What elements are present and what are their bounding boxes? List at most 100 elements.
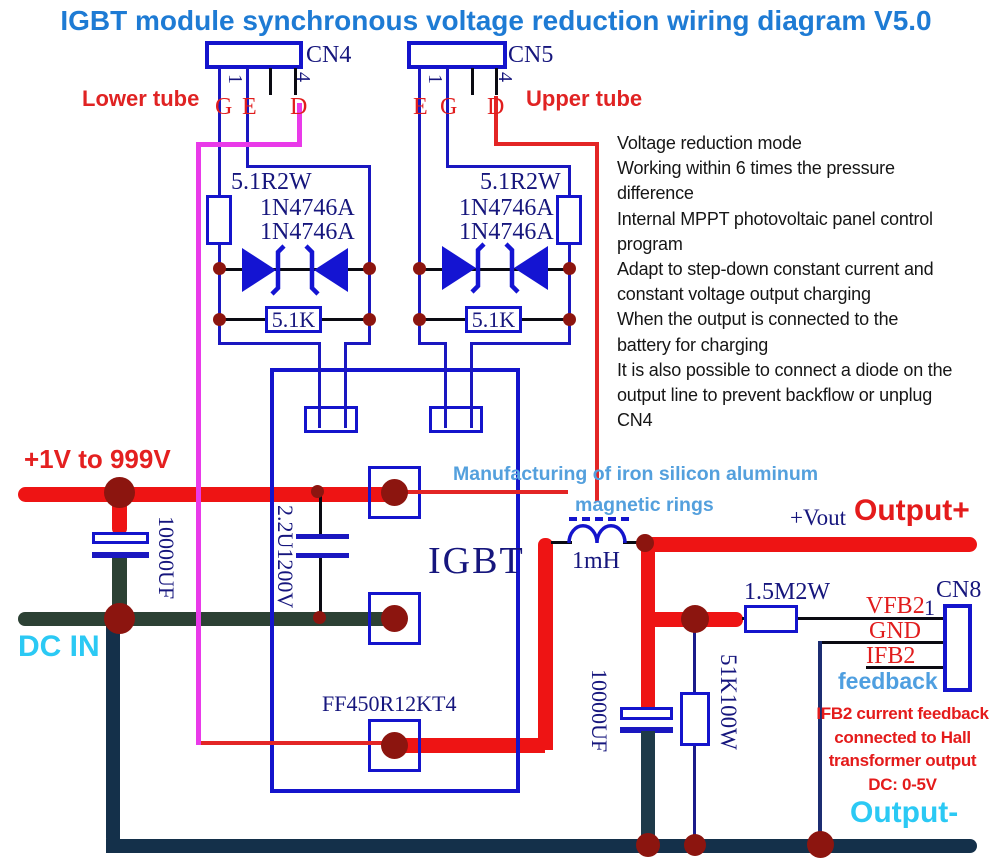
cn5-connector: [407, 41, 507, 69]
collector-node-wire: [394, 490, 568, 494]
vfb2-wire: [742, 617, 946, 620]
lower-tube-label: Lower tube: [82, 86, 200, 111]
gate-left-right-rail: [368, 165, 371, 345]
upper-drain-wire-v1: [494, 96, 498, 146]
junction-dot-feedback: [681, 605, 709, 633]
zener-b-right-label: 1N4746A: [459, 219, 554, 245]
lower-drain-to-switch-wire: [196, 741, 394, 745]
output-minus-label: Output-: [850, 796, 959, 829]
out-cap-plate-top: [620, 707, 673, 720]
junction-dot-outcap-gnd: [636, 833, 660, 857]
cn4-pin1-number: 1: [224, 74, 246, 84]
gate-right-right-rail: [568, 165, 571, 345]
lower-drain-wire-h: [196, 142, 302, 147]
igbt-module-outline: [270, 368, 520, 793]
zener-a-right-label: 1N4746A: [459, 195, 554, 221]
gate-resistor-right: [556, 195, 582, 245]
mode-note-line: CN4: [617, 410, 653, 431]
junction-dot-vplus-cap: [104, 477, 135, 508]
junction-dot: [413, 313, 426, 326]
upper-tube-label: Upper tube: [526, 86, 643, 111]
rge-resistor-right: 5.1K: [465, 306, 522, 333]
cn5-pin4-stub: [495, 68, 498, 95]
feedback-note-line: IFB2 current feedback: [816, 704, 989, 723]
upper-drain-wire-v2: [595, 142, 599, 502]
zener-b-left-label: 1N4746A: [260, 219, 355, 245]
cn5-label: CN5: [508, 42, 554, 68]
cn5-g-crossover: [446, 165, 571, 168]
mode-note-line: output line to prevent backflow or unplu…: [617, 385, 933, 406]
feedback-note-line: DC: 0-5V: [868, 775, 937, 795]
ifb2-wire: [866, 666, 946, 669]
cn5-pin-g-label: G: [440, 94, 458, 120]
divider-resistor-label: 1.5M2W: [744, 579, 830, 605]
mode-note-line: It is also possible to connect a diode o…: [617, 359, 953, 380]
bulk-cap-plate-top: [92, 532, 149, 544]
negative-down-wire: [106, 619, 120, 846]
junction-dot: [563, 262, 576, 275]
mode-note-line: Internal MPPT photovoltaic panel control: [617, 208, 933, 229]
cn5-g-drop: [446, 68, 449, 168]
mode-note-line: Voltage reduction mode: [617, 133, 802, 153]
zener-row-right: [418, 268, 571, 271]
zener-row-left: [218, 268, 371, 271]
inductor-lead-right: [623, 541, 643, 544]
junction-dot: [213, 262, 226, 275]
cn4-pin4-number: 4: [292, 72, 314, 82]
cn4-connector: [205, 41, 303, 69]
feedback-label: feedback: [838, 668, 938, 694]
zener-pair-left: [242, 244, 348, 296]
terminal-dot-emitter: [381, 605, 408, 632]
cn8-label: CN8: [936, 577, 982, 603]
input-voltage-range: +1V to 999V: [24, 444, 171, 474]
upper-drain-wire-h: [494, 142, 599, 146]
gate-left-down2: [344, 342, 347, 428]
dcin-cap-stub: [112, 557, 127, 617]
snubber-wire-top: [319, 494, 322, 535]
divider-resistor: [744, 605, 798, 633]
cn4-pin-e-label: E: [242, 94, 257, 120]
cn4-pin-d-label: D: [290, 94, 308, 120]
bleeder-resistor: [680, 692, 710, 746]
gate-right-down1: [444, 342, 447, 428]
lower-drain-wire-v1: [297, 103, 302, 146]
snubber-cap-label: 2.2U1200V: [273, 505, 298, 609]
switch-node-wire-h: [392, 738, 545, 753]
gate-left-down1: [318, 342, 321, 428]
cn8-connector: [943, 604, 972, 692]
cn5-pin4-number: 4: [494, 72, 516, 82]
out-cap-plate-bottom: [620, 727, 673, 733]
cn5-pin3-stub: [471, 68, 474, 95]
junction-dot-dcin-cap: [104, 603, 135, 634]
core-note-line1: Manufacturing of iron silicon aluminum: [453, 463, 819, 485]
lower-drain-wire-v2: [196, 142, 201, 745]
mode-note-line: battery for charging: [617, 334, 769, 355]
inductor-label: 1mH: [572, 548, 620, 574]
out-cap-label: 10000UF: [587, 669, 612, 753]
mode-note-line: constant voltage output charging: [617, 284, 871, 305]
cn4-e-crossover: [246, 165, 371, 168]
gate-right-down2: [470, 342, 473, 428]
mode-note-line: difference: [617, 183, 694, 204]
junction-dot: [563, 313, 576, 326]
gate-right-bottom-h2: [470, 342, 571, 345]
snubber-cap-plate-bottom: [296, 553, 349, 558]
igbt-gate-tab-right: [429, 406, 483, 433]
cn5-e-rail: [418, 68, 421, 345]
dc-in-label: DC IN: [18, 630, 100, 663]
cn4-pin4-stub: [294, 68, 297, 95]
page-title: IGBT module synchronous voltage reductio…: [60, 5, 932, 36]
mode-note-line: program: [617, 233, 683, 254]
switch-node-wire-v: [538, 538, 553, 750]
bulk-cap-plate-bottom: [92, 552, 149, 558]
mode-notes: Voltage reduction mode Working within 6 …: [617, 131, 992, 433]
junction-dot: [363, 313, 376, 326]
cn5-pin-e-label: E: [413, 94, 428, 120]
cn4-label: CN4: [306, 42, 352, 68]
junction-dot-inductor-out: [636, 534, 654, 552]
output-minus-bus: [106, 839, 977, 853]
feedback-note-line: connected to Hall: [834, 727, 971, 747]
feedback-note: IFB2 current feedback connected to Hall …: [810, 702, 992, 797]
terminal-dot-collector: [381, 479, 408, 506]
